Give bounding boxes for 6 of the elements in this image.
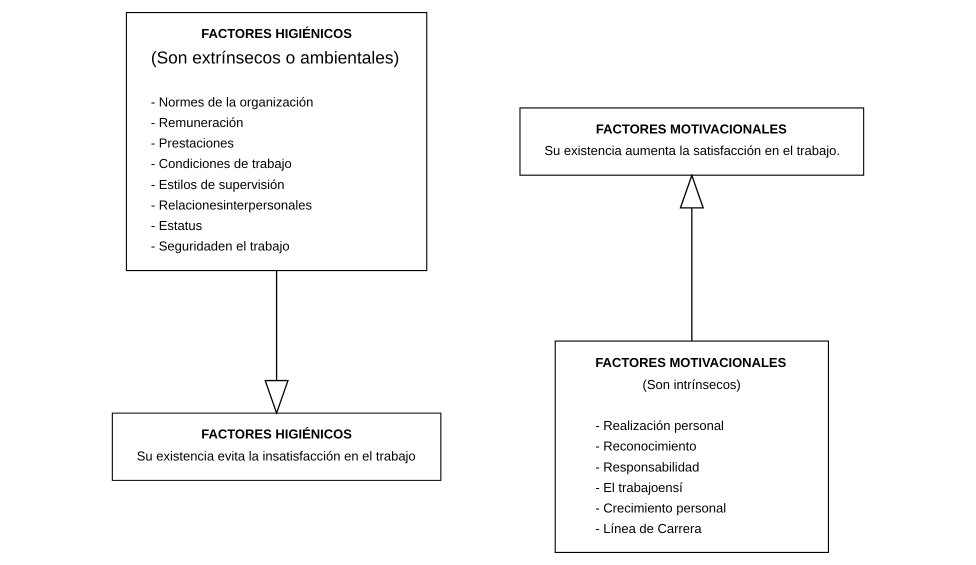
node-box: FACTORES MOTIVACIONALES Su existencia aumenta la satisfacción en el trabajo. [519,107,864,176]
arrow [264,270,289,416]
node-box: FACTORES HIGIÉNICOS Su existencia evita la insatisfacción en el trabajo [112,412,442,481]
node-box: FACTORES HIGIÉNICOS (Son extrínsecos o ambientales) - Normes de la organización - Remuneración - Prestaciones - Condiciones de trabajo - Estilos de supervisión - Relacionesinterpersonales - Estatus - Seguridaden el trabajo [126,12,428,272]
node-box: FACTORES MOTIVACIONALES (Son intrínsecos) - Realización personal - Reconocimiento - Responsabilidad - El trabajoensí - Crecimiento personal - Línea de Carrera [554,340,829,553]
arrow [680,173,704,341]
